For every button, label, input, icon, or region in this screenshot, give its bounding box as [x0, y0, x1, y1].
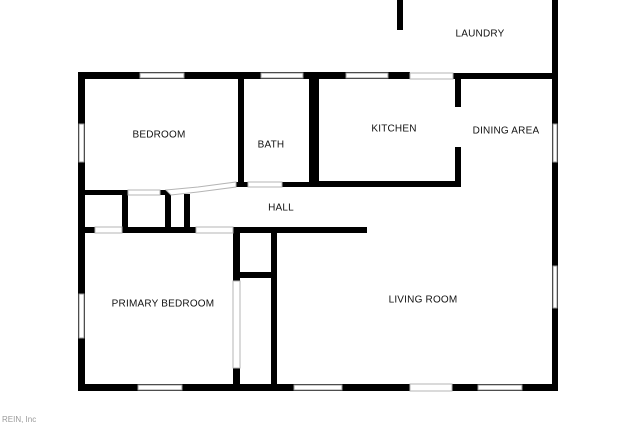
doorway-primary-bedroom	[94, 226, 123, 234]
window-primary-left	[78, 293, 85, 339]
doorway-primary-bedroom-2	[195, 226, 234, 234]
window-bath-top	[260, 72, 304, 79]
closet-wall-b	[165, 190, 171, 232]
exterior-wall-right	[552, 73, 558, 391]
hall-living-wall	[233, 227, 367, 233]
watermark: REIN, Inc	[2, 415, 37, 424]
primary-bedroom-top-wall	[85, 227, 95, 233]
primary-bedroom-top-wall-2	[186, 227, 196, 233]
bedroom-bottom-wall-2	[160, 190, 166, 195]
window-kitchen-top	[345, 72, 389, 79]
primary-bedroom-right-wall-low	[233, 368, 240, 388]
window-living-bottom-b	[477, 384, 523, 391]
bedroom-bottom-wall	[85, 190, 130, 195]
room-label-hall: HALL	[268, 203, 294, 214]
room-label-primary-bedroom: PRIMARY BEDROOM	[112, 299, 215, 310]
kitchen-right-wall-lower	[455, 147, 461, 187]
laundry-right-wall	[552, 0, 558, 80]
room-label-dining-area: DINING AREA	[473, 126, 540, 137]
laundry-wall-stub	[397, 0, 403, 30]
kitchen-bottom-wall	[315, 181, 461, 187]
room-labels: LAUNDRY BEDROOM BATH KITCHEN DINING AREA…	[112, 29, 540, 310]
room-label-bedroom: BEDROOM	[132, 130, 185, 141]
closet-mid-wall	[240, 272, 277, 278]
bedroom-bath-wall	[238, 79, 244, 187]
doorway-hall-angle	[127, 189, 161, 196]
window-primary-bottom	[137, 384, 183, 391]
hall-angled-doorway	[164, 181, 237, 196]
room-label-living-room: LIVING ROOM	[389, 295, 458, 306]
closet-bottom-wall	[122, 227, 190, 233]
closet-wall-a	[122, 190, 128, 232]
doorway-bath	[247, 181, 283, 188]
closet-right-wall	[271, 233, 277, 388]
windows	[78, 72, 558, 391]
window-bedroom-left	[78, 123, 85, 163]
primary-bedroom-right-wall	[233, 227, 240, 281]
window-dining-right	[552, 123, 558, 163]
bath-bottom-wall	[236, 182, 248, 187]
exterior-wall-top	[78, 72, 410, 79]
openings	[94, 72, 454, 392]
room-label-kitchen: KITCHEN	[371, 124, 416, 135]
doorway-laundry	[409, 72, 454, 80]
room-label-bath: BATH	[258, 140, 285, 151]
window-living-bottom-a	[293, 384, 343, 391]
bath-bottom-wall-2	[282, 182, 318, 187]
closet-wall-c	[184, 194, 190, 232]
kitchen-right-wall-upper	[455, 73, 461, 107]
exterior-wall-left	[78, 72, 85, 391]
closet-door-primary	[232, 280, 241, 369]
exterior-wall-top-right	[453, 73, 558, 79]
bath-kitchen-wall	[309, 79, 319, 186]
doorway-front	[409, 383, 453, 392]
room-label-laundry: LAUNDRY	[455, 29, 504, 40]
window-bedroom-top	[139, 72, 185, 79]
window-living-right	[552, 265, 558, 309]
